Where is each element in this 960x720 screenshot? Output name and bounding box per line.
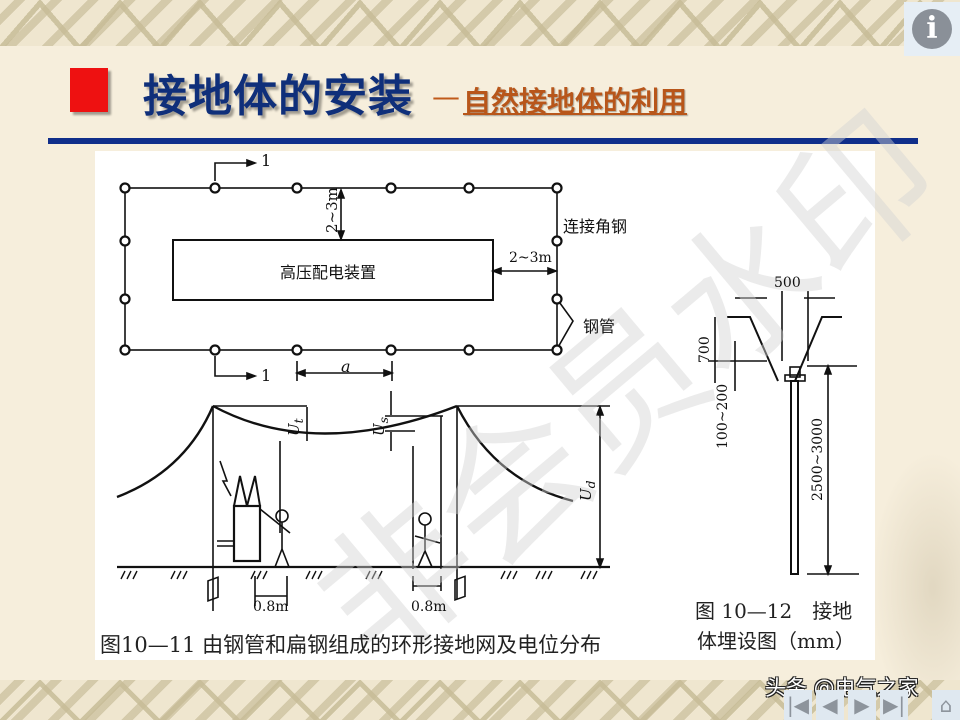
figure-11-caption: 图10—11 由钢管和扁钢组成的环形接地网及电位分布 (100, 633, 602, 657)
figure-panel: 非会员水印 1 1 a 2~3m 2~3m 高压配电装置 连接角钢 钢管 Ut … (95, 82, 960, 698)
title-dash: — (432, 80, 460, 113)
slide-subtitle-link[interactable]: 自然接地体的利用 (463, 85, 688, 118)
u-t-label: Ut (285, 418, 306, 436)
last-slide-button[interactable]: ▶| (880, 690, 908, 720)
figure-12-caption-line1: 图 10—12 接地 (695, 599, 853, 623)
dim-top-label: 2~3m (323, 187, 341, 233)
next-slide-button[interactable]: ▶ (848, 690, 876, 720)
decorative-pattern-top (0, 0, 960, 46)
dim-right-label: 2~3m (509, 250, 552, 266)
section-marker-bottom: 1 (261, 366, 272, 385)
prev-slide-button[interactable]: ◀ (816, 690, 844, 720)
spacing-label: a (341, 357, 351, 376)
u-s-label: Us (370, 416, 391, 436)
section-marker-top: 1 (261, 151, 272, 170)
u-d-label: Ud (577, 480, 598, 501)
step-distance-left: 0.8m (253, 599, 289, 615)
fig12-length-dim: 2500~3000 (810, 418, 826, 501)
slide-navigation: |◀ ◀ ▶ ▶| (784, 690, 908, 720)
info-button[interactable]: i (904, 2, 960, 56)
connect-angle-steel-label: 连接角钢 (563, 217, 628, 236)
steel-pipe-label: 钢管 (583, 317, 616, 336)
figure-12-caption-line2: 体埋设图（mm） (697, 629, 855, 653)
decorative-branch (870, 450, 960, 680)
center-box-label: 高压配电装置 (280, 263, 377, 282)
slide-title: 接地体的安装 (143, 71, 413, 122)
fig12-depth-dim: 700 (697, 336, 713, 363)
step-distance-right: 0.8m (411, 599, 447, 615)
info-icon: i (912, 9, 952, 49)
grounding-diagram (116, 158, 859, 611)
first-slide-button[interactable]: |◀ (784, 690, 812, 720)
fig12-above-dim: 100~200 (715, 383, 731, 449)
fig12-width-dim: 500 (774, 275, 801, 291)
title-divider (48, 138, 918, 144)
title-bullet (70, 68, 108, 112)
home-button[interactable]: ⌂ (932, 690, 960, 720)
